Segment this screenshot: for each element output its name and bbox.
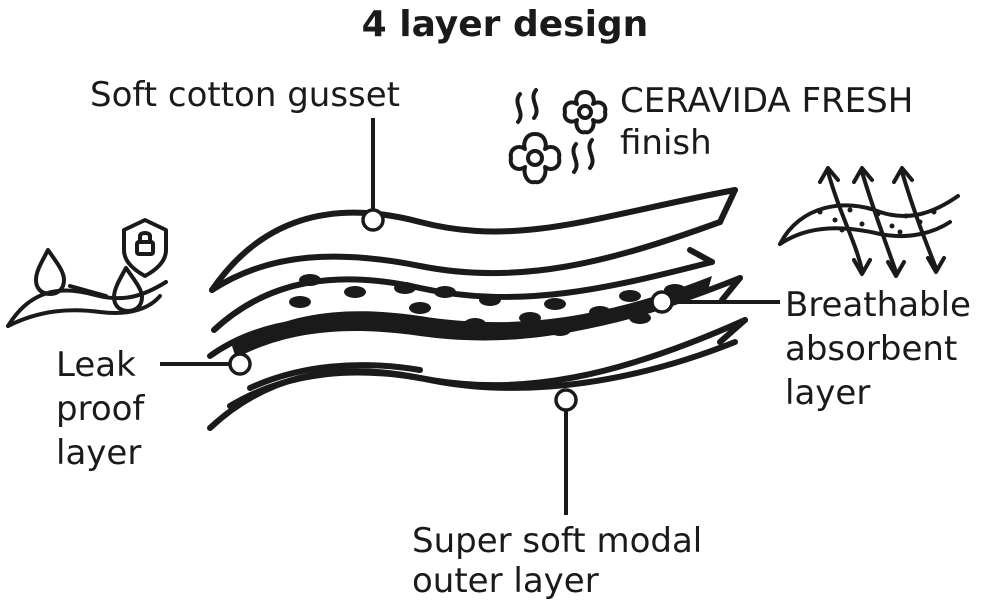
diagram-title: 4 layer design xyxy=(362,4,649,45)
label-leak-line3: layer xyxy=(56,433,141,473)
droplets-shield-lock-icon xyxy=(6,218,168,328)
leader-cotton xyxy=(361,118,385,232)
label-cotton-gusset: Soft cotton gusset xyxy=(90,75,400,115)
leader-breathable xyxy=(650,290,780,314)
label-leak-line2: proof xyxy=(56,389,145,429)
label-fresh-line2: finish xyxy=(620,123,712,163)
label-modal-line2: outer layer xyxy=(412,561,599,601)
label-breathable-line1: Breathable xyxy=(785,285,971,325)
label-breathable-line2: absorbent xyxy=(785,329,957,369)
breathable-fabric-arrows-icon xyxy=(778,166,960,278)
layer-leak-proof xyxy=(207,275,743,359)
label-breathable-line3: layer xyxy=(785,373,870,413)
layer-cotton-gusset xyxy=(209,187,738,293)
leader-leak xyxy=(160,352,252,376)
label-modal-line1: Super soft modal xyxy=(412,521,702,561)
label-leak-line1: Leak xyxy=(56,345,136,385)
flowers-scent-icon xyxy=(508,88,608,185)
label-fresh-line1: CERAVIDA FRESH xyxy=(620,81,913,121)
layer-modal-outer xyxy=(207,317,748,431)
leader-modal xyxy=(554,388,578,515)
